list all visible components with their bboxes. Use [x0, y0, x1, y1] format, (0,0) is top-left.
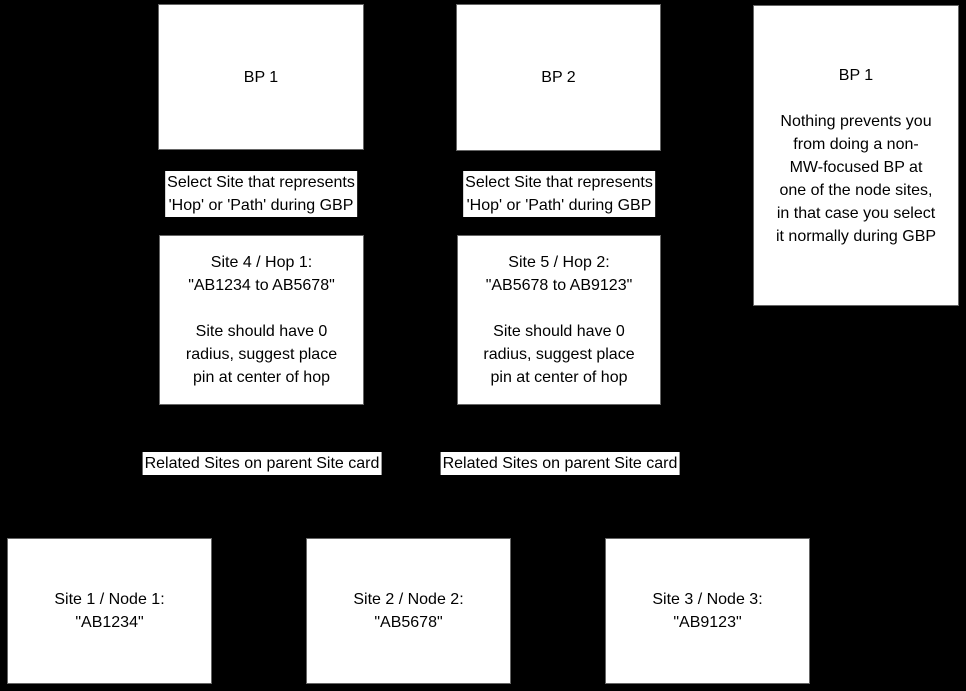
site1-node1-box: Site 1 / Node 1: "AB1234" [7, 538, 212, 684]
site3-node3-box: Site 3 / Node 3: "AB9123" [605, 538, 810, 684]
related-sites-label-1: Related Sites on parent Site card [142, 452, 382, 475]
select-site-label-2: Select Site that represents 'Hop' or 'Pa… [463, 171, 655, 217]
select-site-label-1: Select Site that represents 'Hop' or 'Pa… [165, 171, 357, 217]
bp1-note-box: BP 1 Nothing prevents you from doing a n… [753, 5, 959, 306]
bp1-box: BP 1 [158, 4, 364, 150]
site4-hop1-box: Site 4 / Hop 1: "AB1234 to AB5678" Site … [159, 235, 364, 405]
site5-hop2-box: Site 5 / Hop 2: "AB5678 to AB9123" Site … [457, 235, 661, 405]
bp2-box: BP 2 [456, 4, 661, 151]
related-sites-label-2: Related Sites on parent Site card [440, 452, 680, 475]
site2-node2-box: Site 2 / Node 2: "AB5678" [306, 538, 511, 684]
